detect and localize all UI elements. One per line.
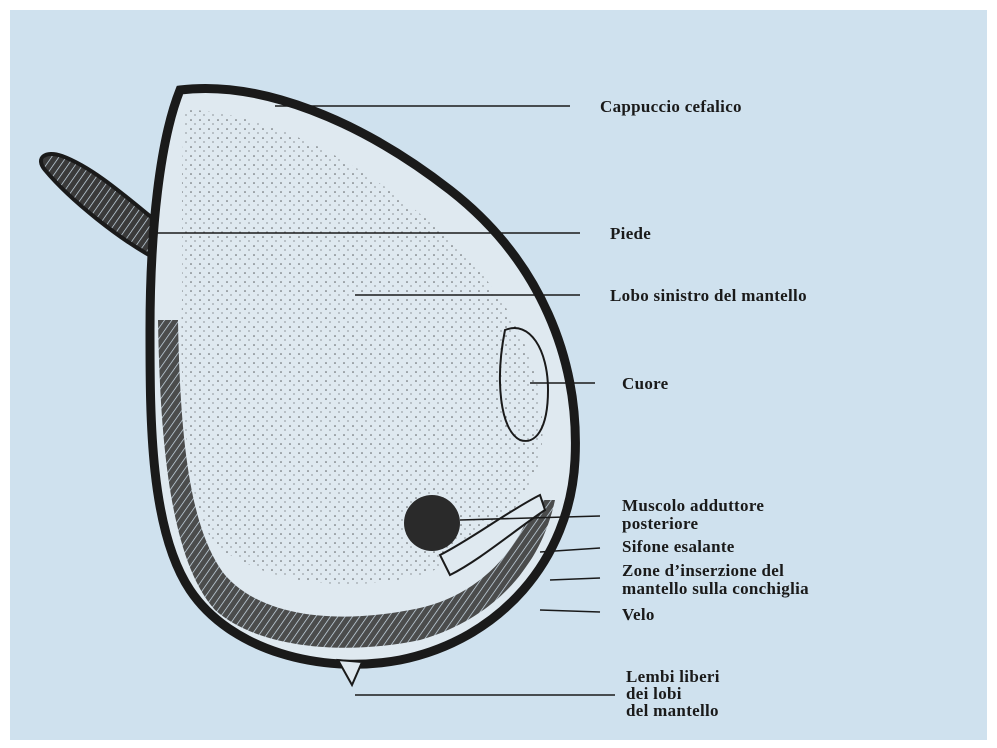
label-muscolo-adduttore: Muscolo adduttore <box>622 496 764 515</box>
adductor-muscle <box>404 495 460 551</box>
label-velo: Velo <box>622 605 655 624</box>
label-muscolo-posteriore: posteriore <box>622 514 698 533</box>
label-lembi-liberi-3: del mantello <box>626 701 719 720</box>
label-lobo-sinistro: Lobo sinistro del mantello <box>610 286 807 305</box>
label-sifone-esalante: Sifone esalante <box>622 537 735 556</box>
label-cuore: Cuore <box>622 374 669 393</box>
label-zone-inserzione-2: mantello sulla conchiglia <box>622 579 809 598</box>
label-piede: Piede <box>610 224 651 243</box>
inner-body <box>182 110 543 584</box>
label-zone-inserzione-1: Zone d’inserzione del <box>622 561 784 580</box>
mantle-lobes-tab <box>338 660 362 685</box>
label-cappuccio-cefalico: Cappuccio cefalico <box>600 97 742 116</box>
